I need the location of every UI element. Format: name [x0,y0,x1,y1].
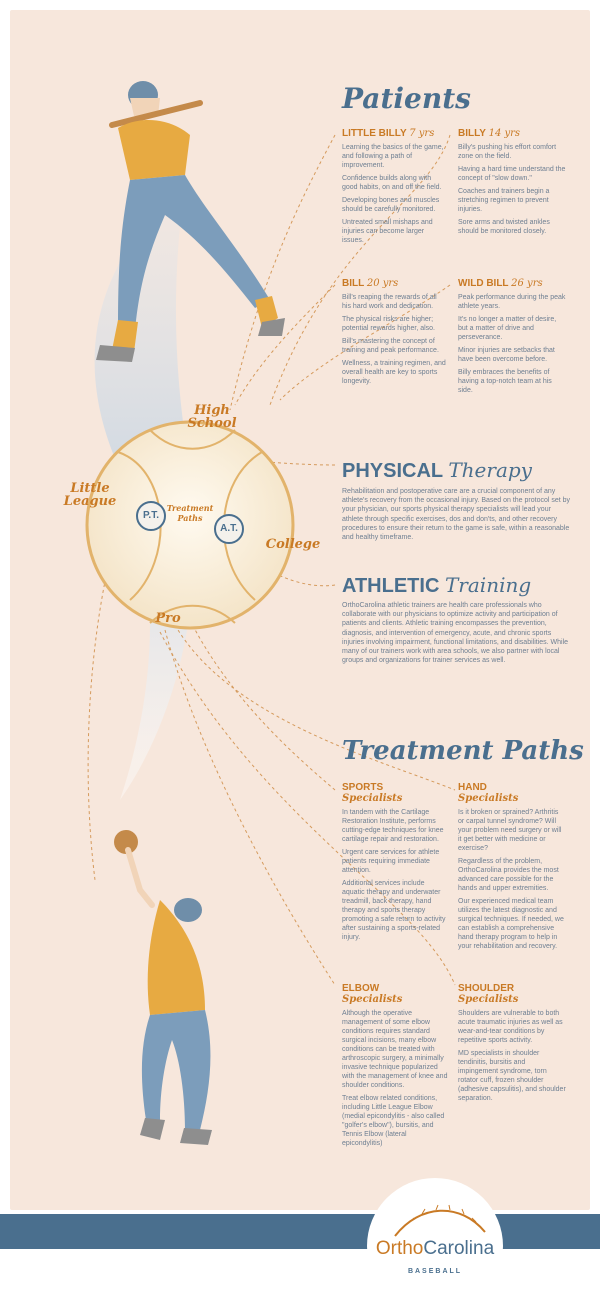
at-badge: A.T. [214,514,244,544]
patient-text: Coaches and trainers begin a stretching … [458,188,550,213]
patient-card-title: WILD BILL 26 yrs [458,278,566,289]
specialist-name: SPORTS [342,782,384,793]
logo-ball-stitches [409,1204,477,1223]
ball-label-high-school: High School [187,403,237,431]
fielder-illustration [114,830,212,1145]
patient-text: It's no longer a matter of desire, but a… [458,316,557,341]
patient-name: BILLY [458,128,486,139]
patient-text: Billy's pushing his effort comfort zone … [458,144,557,160]
pt-badge: P.T. [136,501,166,531]
specialist-text: In tandem with the Cartilage Restoration… [342,809,444,843]
specialist-sub: Specialists [342,994,403,1005]
specialist-text: Although the operative management of som… [342,1010,448,1089]
patient-text: Sore arms and twisted ankles should be m… [458,219,550,235]
specialist-text: Is it broken or sprained? Arthritis or c… [458,809,562,852]
specialist-text: Additional services include aquatic ther… [342,880,446,941]
logo-ortho: Ortho [375,1238,424,1259]
patient-text: Confidence builds along with good habits… [342,175,442,191]
patient-text: Minor injuries are setbacks that have be… [458,347,555,363]
patient-text: Learning the basics of the game, and fol… [342,144,444,169]
patient-card-title: BILL 20 yrs [342,278,447,289]
patients-heading: Patients [342,82,471,115]
specialist-name: ELBOW [342,983,380,994]
specialist-sub: Specialists [458,793,519,804]
patient-card-little-billy: LITTLE BILLY 7 yrs Learning the basics o… [342,128,447,245]
specialist-text: Shoulders are vulnerable to both acute t… [458,1010,563,1044]
patient-age: 7 yrs [409,128,435,139]
specialist-text: Treat elbow related conditions, includin… [342,1095,445,1147]
patient-text: Peak performance during the peak athlete… [458,294,566,310]
specialist-text: MD specialists in shoulder tendinitis, b… [458,1050,566,1102]
physical-therapy-heading: PHYSICAL Therapy [342,458,532,483]
patient-age: 14 yrs [488,128,521,139]
orthocarolina-logo[interactable]: OrthoCarolina [367,1238,503,1260]
specialist-card-shoulder: SHOULDER Specialists Shoulders are vulne… [458,983,566,1103]
patient-card-wild-bill: WILD BILL 26 yrs Peak performance during… [458,278,566,395]
patient-card-billy: BILLY 14 yrs Billy's pushing his effort … [458,128,566,236]
ball-label-college: College [265,537,321,552]
logo-carolina: Carolina [423,1238,495,1259]
ball-label-little-league: Little League [63,481,117,509]
patient-card-bill: BILL 20 yrs Bill's reaping the rewards o… [342,278,447,386]
patient-text: Bill's mastering the concept of training… [342,338,439,354]
specialist-card-hand: HAND Specialists Is it broken or spraine… [458,782,566,951]
patient-card-title: BILLY 14 yrs [458,128,566,139]
specialist-text: Regardless of the problem, OrthoCarolina… [458,858,559,892]
patient-text: Billy embraces the benefits of having a … [458,369,552,394]
athletic-training-text: OrthoCarolina athletic trainers are heal… [342,602,569,665]
patient-card-title: LITTLE BILLY 7 yrs [342,128,447,139]
patient-name: LITTLE BILLY [342,128,407,139]
physical-therapy-bold: PHYSICAL [342,460,443,482]
logo-ball-arc [394,1209,486,1237]
specialist-name: HAND [458,782,487,793]
logo-subtitle: BASEBALL [407,1268,463,1275]
specialist-sub: Specialists [342,793,403,804]
specialist-card-sports: SPORTS Specialists In tandem with the Ca… [342,782,448,942]
patient-text: Having a hard time understand the concep… [458,166,566,182]
physical-therapy-script: Therapy [448,458,532,482]
ball-label-treatment-paths: Treatment Paths [166,503,214,523]
treatment-paths-heading: Treatment Paths [342,736,584,766]
patient-text: Bill's reaping the rewards of all his ha… [342,294,437,310]
specialist-name: SHOULDER [458,983,515,994]
patient-name: WILD BILL [458,278,509,289]
patient-age: 26 yrs [511,278,543,289]
specialist-text: Our experienced medical team utilizes th… [458,898,564,950]
patient-age: 20 yrs [366,278,399,289]
patient-name: BILL [342,278,365,289]
athletic-training-script: Training [444,573,532,597]
athletic-training-heading: ATHLETIC Training [342,573,531,598]
background-panel [10,10,590,1210]
specialist-text: Urgent care services for athlete patient… [342,849,440,874]
physical-therapy-text: Rehabilitation and postoperative care ar… [342,488,571,542]
patient-text: Untreated small mishaps and injuries can… [342,219,433,244]
specialist-sub: Specialists [458,994,519,1005]
ball-label-pro: Pro [155,611,181,626]
patient-text: Wellness, a training regimen, and overal… [342,360,446,385]
logo-badge [367,1178,503,1292]
specialist-card-elbow: ELBOW Specialists Although the operative… [342,983,448,1148]
batter-illustration [96,81,285,362]
athletic-training-bold: ATHLETIC [342,575,440,597]
patient-text: The physical risks are higher; potential… [342,316,435,332]
patient-text: Developing bones and muscles should be c… [342,197,440,213]
